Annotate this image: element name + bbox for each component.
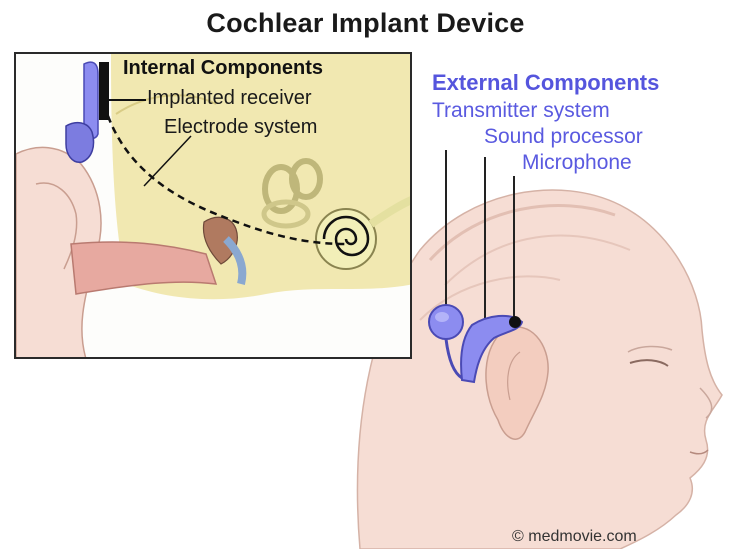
label-electrode-system: Electrode system — [164, 117, 317, 137]
label-microphone: Microphone — [522, 152, 632, 173]
label-implanted-receiver: Implanted receiver — [147, 88, 312, 108]
transmitter-coil — [429, 305, 463, 339]
external-components-heading: External Components — [432, 72, 659, 94]
cochlea — [316, 209, 376, 269]
microphone — [509, 316, 521, 328]
copyright: © medmovie.com — [512, 528, 637, 545]
inset-external-coil — [66, 123, 94, 163]
implanted-receiver — [99, 62, 109, 120]
label-sound-processor: Sound processor — [484, 126, 643, 147]
label-transmitter-system: Transmitter system — [432, 100, 610, 121]
internal-components-heading: Internal Components — [123, 58, 323, 78]
